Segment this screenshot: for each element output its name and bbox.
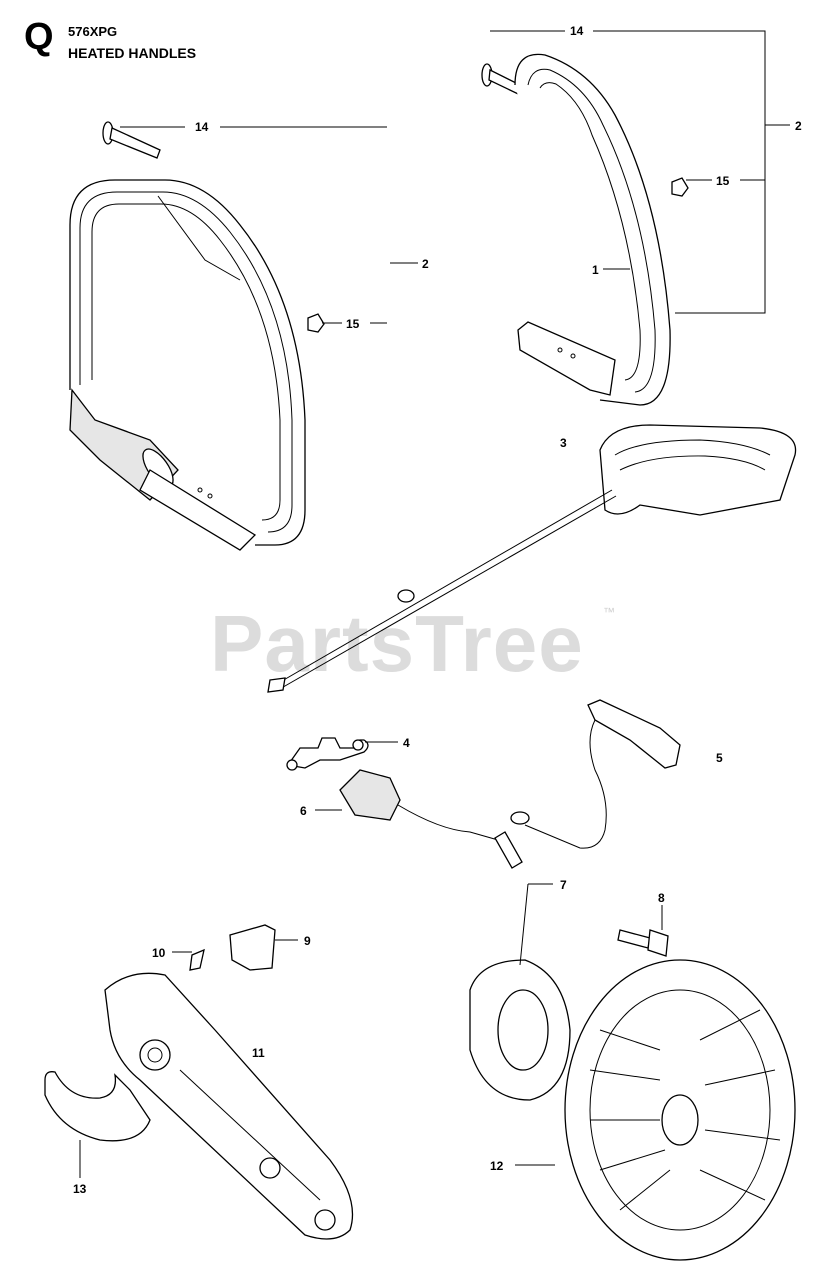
- callout-3: 3: [560, 436, 567, 450]
- switch-bracket[interactable]: [286, 737, 369, 771]
- callout-14-right: 14: [570, 24, 584, 38]
- callout-2-right: 2: [795, 119, 802, 133]
- callout-2-left: 2: [422, 257, 429, 271]
- heating-switch[interactable]: [339, 769, 523, 869]
- callout-9: 9: [304, 934, 311, 948]
- watermark: PartsTree: [210, 599, 584, 688]
- model-number: 576XPG: [68, 24, 118, 39]
- callout-7: 7: [560, 878, 567, 892]
- callout-10: 10: [152, 946, 166, 960]
- callout-14-left: 14: [195, 120, 209, 134]
- callout-13: 13: [73, 1182, 87, 1196]
- callout-1: 1: [592, 263, 599, 277]
- front-handle-right[interactable]: [481, 53, 689, 406]
- handle-cover-13[interactable]: [44, 1071, 151, 1142]
- section-letter: Q: [24, 16, 54, 58]
- callout-5: 5: [716, 751, 723, 765]
- generator-7[interactable]: [469, 959, 571, 1101]
- callout-15-left: 15: [346, 317, 360, 331]
- callout-6: 6: [300, 804, 307, 818]
- section-title: HEATED HANDLES: [68, 45, 197, 61]
- heated-handle-wire[interactable]: [267, 424, 797, 693]
- leader-lines: [79, 30, 790, 1178]
- handle-housing-11[interactable]: [104, 972, 354, 1240]
- clip-9[interactable]: [229, 924, 276, 971]
- watermark-trademark: ™: [603, 605, 615, 619]
- bolt-8[interactable]: [617, 929, 669, 957]
- callout-11: 11: [252, 1046, 265, 1060]
- screw-10[interactable]: [189, 948, 205, 971]
- flywheel-12[interactable]: [564, 959, 796, 1261]
- callout-15-right: 15: [716, 174, 730, 188]
- front-handle-left[interactable]: [69, 121, 325, 551]
- heating-element[interactable]: [510, 699, 681, 849]
- callout-12: 12: [490, 1159, 504, 1173]
- callout-4: 4: [403, 736, 410, 750]
- callout-8: 8: [658, 891, 665, 905]
